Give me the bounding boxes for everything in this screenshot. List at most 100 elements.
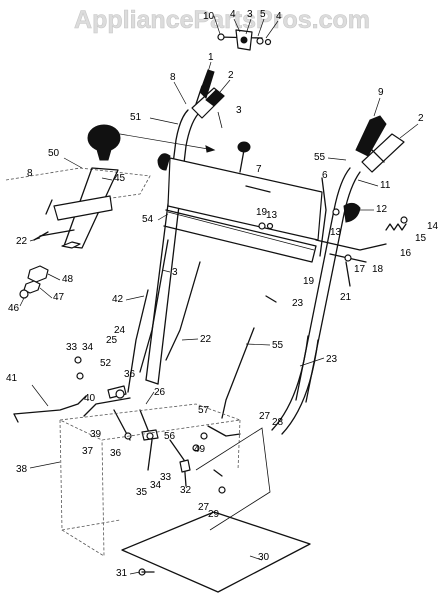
- callout-21: 21: [340, 292, 352, 303]
- callout-25: 25: [106, 335, 118, 346]
- callout-34: 34: [82, 342, 94, 353]
- callout-52: 52: [100, 358, 112, 369]
- shift-knob-detail: [119, 111, 251, 173]
- callout-51: 51: [130, 112, 142, 123]
- housing-38: [58, 403, 241, 557]
- callout-35: 35: [136, 487, 148, 498]
- callout-16: 16: [400, 248, 412, 259]
- callout-4: 4: [230, 9, 236, 20]
- rod-55: [221, 327, 255, 419]
- callout-50: 50: [48, 148, 60, 159]
- callout-57: 57: [198, 405, 210, 416]
- callout-34: 34: [150, 480, 162, 491]
- callout-labels: 10 4 3 5 4 1 2 8 3 51 9 2 7 55 6 11 50 8…: [6, 9, 439, 579]
- lever-1: [195, 69, 215, 105]
- lever-9: [355, 115, 387, 157]
- callout-49: 49: [194, 444, 206, 455]
- watermark-text: AppliancePartsPros.com: [74, 6, 370, 34]
- large-shift-knob: [87, 124, 121, 161]
- right-grip-2: [361, 133, 405, 173]
- callout-12: 12: [376, 204, 388, 215]
- callout-13: 13: [266, 210, 278, 221]
- callout-22: 22: [200, 334, 212, 345]
- callout-27: 27: [259, 411, 271, 422]
- spring-15: [385, 223, 407, 231]
- callout-48: 48: [62, 274, 74, 285]
- callout-28: 28: [272, 417, 284, 428]
- bolt-33: [74, 356, 82, 364]
- callout-54: 54: [142, 214, 154, 225]
- callout-11: 11: [380, 180, 391, 191]
- callout-5: 5: [260, 9, 266, 20]
- frame-detail-50: [5, 167, 151, 249]
- callout-38: 38: [16, 464, 28, 475]
- callout-39: 39: [90, 429, 102, 440]
- callout-42: 42: [112, 294, 124, 305]
- callout-3: 3: [247, 9, 253, 20]
- callout-27: 27: [198, 502, 210, 513]
- rod-41: [13, 395, 87, 415]
- callout-6: 6: [322, 170, 328, 181]
- callout-36: 36: [124, 369, 136, 380]
- bolt-14: [400, 216, 408, 224]
- callout-37: 37: [82, 446, 94, 457]
- callout-2: 2: [228, 70, 234, 81]
- callout-36: 36: [110, 448, 122, 459]
- callout-32: 32: [180, 485, 192, 496]
- rod-22: [165, 261, 201, 361]
- callout-22: 22: [16, 236, 28, 247]
- callout-3: 3: [172, 267, 178, 278]
- callout-33: 33: [160, 472, 172, 483]
- callout-1: 1: [208, 52, 214, 63]
- control-panel-7: [163, 157, 323, 263]
- washer-13: [332, 208, 340, 216]
- callout-8: 8: [27, 168, 33, 179]
- callout-19: 19: [256, 207, 268, 218]
- callout-29: 29: [208, 509, 220, 520]
- callout-41: 41: [6, 373, 18, 384]
- callout-24: 24: [114, 325, 126, 336]
- callout-18: 18: [372, 264, 384, 275]
- callout-2: 2: [418, 113, 424, 124]
- callout-8: 8: [170, 72, 176, 83]
- spring-48: [27, 265, 49, 283]
- callout-45: 45: [114, 173, 126, 184]
- callout-13: 13: [330, 227, 342, 238]
- washer-46: [19, 289, 29, 299]
- left-handle-51: [145, 109, 199, 385]
- plate-30: [121, 427, 311, 593]
- callout-23: 23: [326, 354, 338, 365]
- callout-17: 17: [354, 264, 366, 275]
- rod-41-end: [13, 413, 19, 423]
- callout-40: 40: [84, 393, 96, 404]
- callout-14: 14: [427, 221, 439, 232]
- nut-34: [76, 372, 84, 380]
- callout-46: 46: [8, 303, 20, 314]
- cam-12: [343, 202, 361, 223]
- callout-55: 55: [314, 152, 326, 163]
- rod-21: [345, 261, 351, 287]
- throttle-control-hardware: [217, 29, 272, 51]
- callout-10: 10: [203, 11, 215, 22]
- rod-16: [315, 239, 387, 251]
- callout-31: 31: [116, 568, 128, 579]
- callout-47: 47: [53, 292, 65, 303]
- handle-6: [319, 177, 327, 257]
- callout-4: 4: [276, 11, 282, 22]
- callout-26: 26: [154, 387, 166, 398]
- callout-3: 3: [236, 105, 242, 116]
- leader-lines: [19, 15, 419, 575]
- callout-9: 9: [378, 87, 384, 98]
- callout-55: 55: [272, 340, 284, 351]
- callout-7: 7: [256, 164, 262, 175]
- bar-23-top: [265, 295, 277, 303]
- bar-23: [271, 335, 319, 435]
- knob-54: [157, 153, 171, 171]
- callout-30: 30: [258, 552, 270, 563]
- callout-19: 19: [303, 276, 315, 287]
- callout-15: 15: [415, 233, 427, 244]
- callout-33: 33: [66, 342, 78, 353]
- callout-23: 23: [292, 298, 304, 309]
